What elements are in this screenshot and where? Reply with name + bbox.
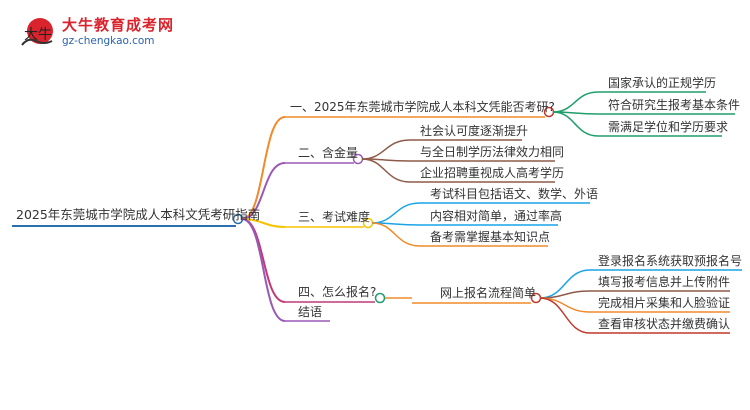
branch-4-node [374,292,386,304]
logo-title: 大牛教育成考网 [62,16,175,34]
branch-3-item-2: 内容相对简单，通过率高 [430,209,563,223]
branch-3-item-3: 备考需掌握基本知识点 [430,230,551,244]
branch-2-item-3: 企业招聘重视成人高考学历 [420,166,565,180]
branch-2-item-2: 与全日制学历法律效力相同 [420,145,565,159]
branch-4-item-3: 完成相片采集和人脸验证 [598,296,731,310]
branch-3-label: 三、考试难度 [298,210,371,224]
branch-4-connector [241,218,286,303]
branch-1-item-1: 国家承认的正规学历 [608,76,717,90]
logo-icon: 大牛 [18,15,58,51]
branch-2-item-1: 社会认可度逐渐提升 [420,124,529,138]
branch-1-item-3: 需满足学位和学历要求 [608,120,729,134]
branch-1-connector [241,116,286,220]
branch-3-item-1: 考试科目包括语文、数学、外语 [430,187,599,201]
root-topic: 2025年东莞城市学院成人本科文凭考研指南 [16,207,261,222]
branch-4-item-4: 查看审核状态并缴费确认 [598,317,731,331]
branch-1-label: 一、2025年东莞城市学院成人本科文凭能否考研? [290,100,555,114]
branch-4-label: 四、怎么报名? [298,285,377,299]
logo-badge-text: 大牛 [24,27,52,43]
branch-2-label: 二、含金量 [298,146,359,160]
branch-5-connector [241,218,286,322]
branch-4-mid: 网上报名流程简单 [440,286,537,300]
logo-url: gz-chengkao.com [62,35,155,47]
branch-2-connector [241,162,286,220]
branch-4-item-1: 登录报名系统获取预报名号 [598,254,743,268]
branch-1-item-2: 符合研究生报考基本条件 [608,98,741,112]
branch-4-item-2: 填写报考信息并上传附件 [598,275,731,289]
branch-5-label: 结语 [298,305,323,319]
